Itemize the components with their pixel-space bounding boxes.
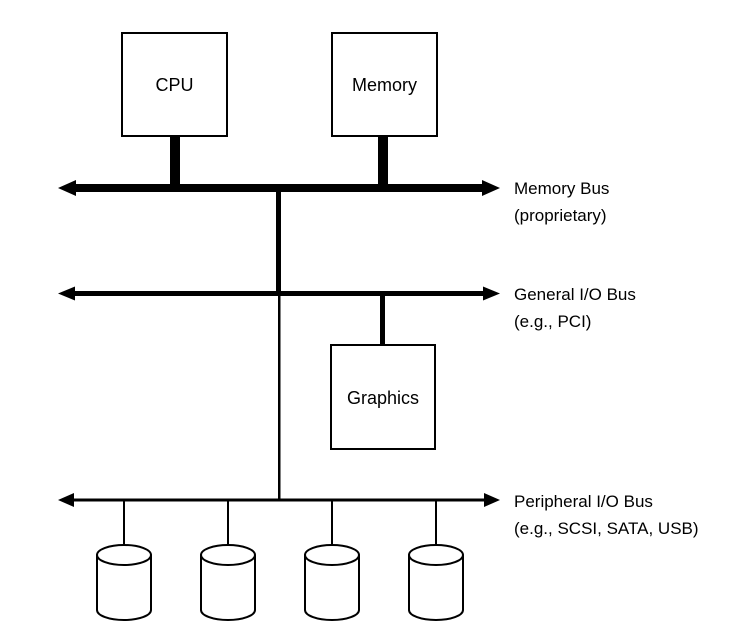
cpu-label: CPU [155, 75, 193, 95]
general-io-bus-detail: (e.g., PCI) [514, 312, 591, 331]
memory-to-general-bus-bridge [276, 192, 281, 293]
general-io-bus-right-arrow [483, 286, 500, 301]
memory-bus-detail: (proprietary) [514, 206, 607, 225]
disk-2-icon [200, 544, 256, 621]
memory-component: Memory [331, 32, 438, 137]
peripheral-io-bus-right-arrow [484, 493, 500, 507]
cpu-memory-bus-connector [170, 136, 180, 186]
peripheral-io-bus-left-arrow [58, 493, 74, 507]
general-io-bus-left-arrow [58, 286, 75, 301]
memory-bus-line [72, 184, 484, 192]
peripheral-io-bus [58, 493, 500, 507]
cpu-box [121, 32, 228, 137]
memory-box [331, 32, 438, 137]
general-io-bus-line [70, 291, 486, 296]
memory-bus [58, 180, 500, 196]
general-io-bus-name: General I/O Bus [514, 285, 636, 304]
graphics-component: Graphics [330, 344, 436, 450]
general-to-peripheral-bus-bridge [278, 296, 281, 501]
graphics-connector [380, 296, 385, 345]
peripheral-io-bus-line [70, 498, 486, 502]
disk-4-icon [408, 544, 464, 621]
disk-1-icon [96, 544, 152, 621]
disk-3-icon [304, 544, 360, 621]
peripheral-io-bus-detail: (e.g., SCSI, SATA, USB) [514, 519, 699, 538]
peripheral-io-bus-name: Peripheral I/O Bus [514, 492, 653, 511]
memory-label: Memory [352, 75, 417, 95]
cpu-component: CPU [121, 32, 228, 137]
general-io-bus [58, 286, 500, 301]
memory-memory-bus-connector [378, 136, 388, 186]
memory-bus-name: Memory Bus [514, 179, 609, 198]
graphics-label: Graphics [347, 388, 419, 408]
memory-bus-right-arrow [482, 180, 500, 196]
memory-bus-left-arrow [58, 180, 76, 196]
graphics-box [330, 344, 436, 450]
